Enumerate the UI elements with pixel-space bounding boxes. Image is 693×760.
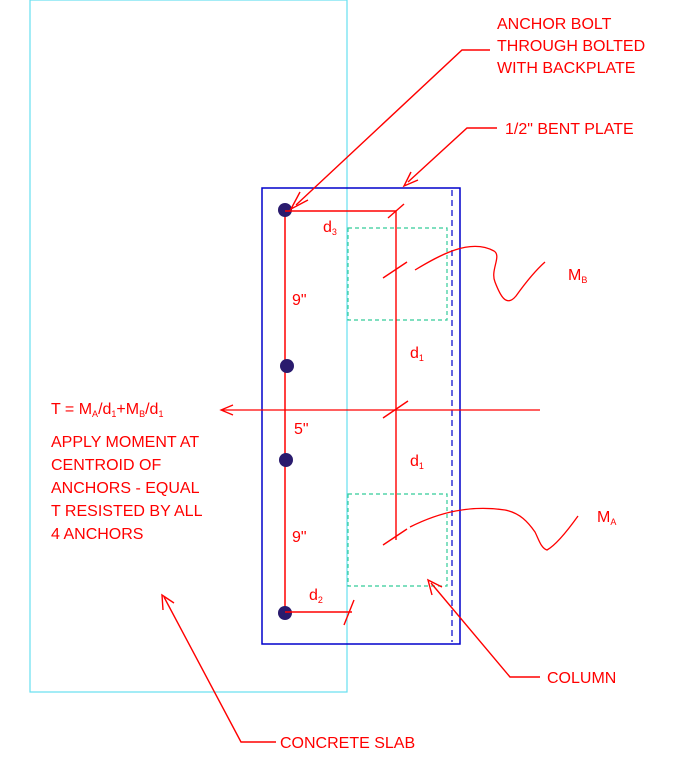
moment-b-curve bbox=[414, 245, 546, 302]
concrete-slab-leader bbox=[161, 593, 276, 743]
anchor-2 bbox=[280, 359, 294, 373]
anchor-bolt-leader bbox=[289, 49, 490, 211]
anchor-1 bbox=[278, 203, 292, 217]
anchor-3 bbox=[279, 453, 293, 467]
bent-plate-label: 1/2" BENT PLATE bbox=[505, 121, 634, 138]
dim-9-top-label: 9" bbox=[292, 292, 307, 309]
mb-label: MB bbox=[568, 267, 587, 285]
anchor-4 bbox=[278, 606, 292, 620]
moment-a-curve bbox=[409, 507, 579, 551]
dim-5-label: 5" bbox=[294, 421, 309, 438]
ma-label: MA bbox=[597, 509, 616, 527]
d2-label: d2 bbox=[309, 587, 323, 605]
moment-note: APPLY MOMENT AT CENTROID OF ANCHORS - EQ… bbox=[51, 434, 206, 543]
bent-plate-leader bbox=[402, 127, 497, 188]
dimension-lines bbox=[285, 203, 409, 626]
column-flange-top bbox=[347, 227, 448, 321]
d1-lower-label: d1 bbox=[410, 453, 424, 471]
column-label: COLUMN bbox=[547, 670, 616, 687]
concrete-slab-label: CONCRETE SLAB bbox=[280, 735, 415, 752]
column-flange-bottom bbox=[347, 493, 448, 587]
tension-arrow bbox=[219, 404, 540, 416]
column-leader bbox=[426, 578, 540, 678]
concrete-slab-outline bbox=[29, 0, 348, 693]
tension-formula: T = MA/d1+MB/d1 bbox=[51, 401, 163, 419]
d3-label: d3 bbox=[323, 219, 337, 237]
dim-9-bottom-label: 9" bbox=[292, 529, 307, 546]
d1-upper-label: d1 bbox=[410, 345, 424, 363]
bent-plate-outline bbox=[261, 187, 461, 645]
anchor-bolt-label: ANCHOR BOLT THROUGH BOLTED WITH BACKPLAT… bbox=[497, 16, 650, 77]
